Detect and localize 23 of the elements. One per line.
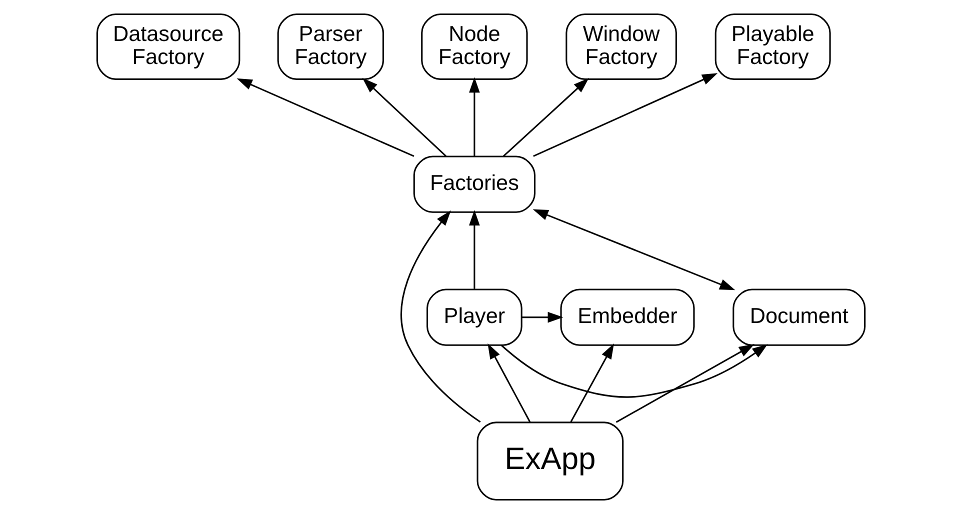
arrow — [468, 77, 480, 156]
arrow — [400, 210, 480, 423]
node-box: Embedder — [560, 288, 694, 346]
arrow — [236, 78, 414, 157]
node-box: Factories — [412, 156, 535, 213]
arrow — [570, 343, 614, 422]
node-box: Parser Factory — [276, 14, 384, 80]
node-box: Playable Factory — [714, 14, 830, 80]
arrow — [615, 344, 754, 423]
arrow — [532, 209, 735, 290]
node-box: ExApp — [476, 422, 624, 500]
node-box: Window Factory — [565, 14, 676, 80]
arrow — [521, 312, 563, 323]
arrow — [487, 343, 530, 422]
node-box: Datasource Factory — [96, 14, 240, 80]
arrow — [468, 210, 480, 289]
arrow — [500, 344, 768, 398]
arrow — [502, 78, 588, 157]
arrow — [362, 78, 446, 157]
node-box: Document — [732, 288, 866, 346]
node-box: Player — [426, 288, 522, 346]
node-box: Node Factory — [420, 14, 528, 80]
arrow — [532, 73, 718, 157]
